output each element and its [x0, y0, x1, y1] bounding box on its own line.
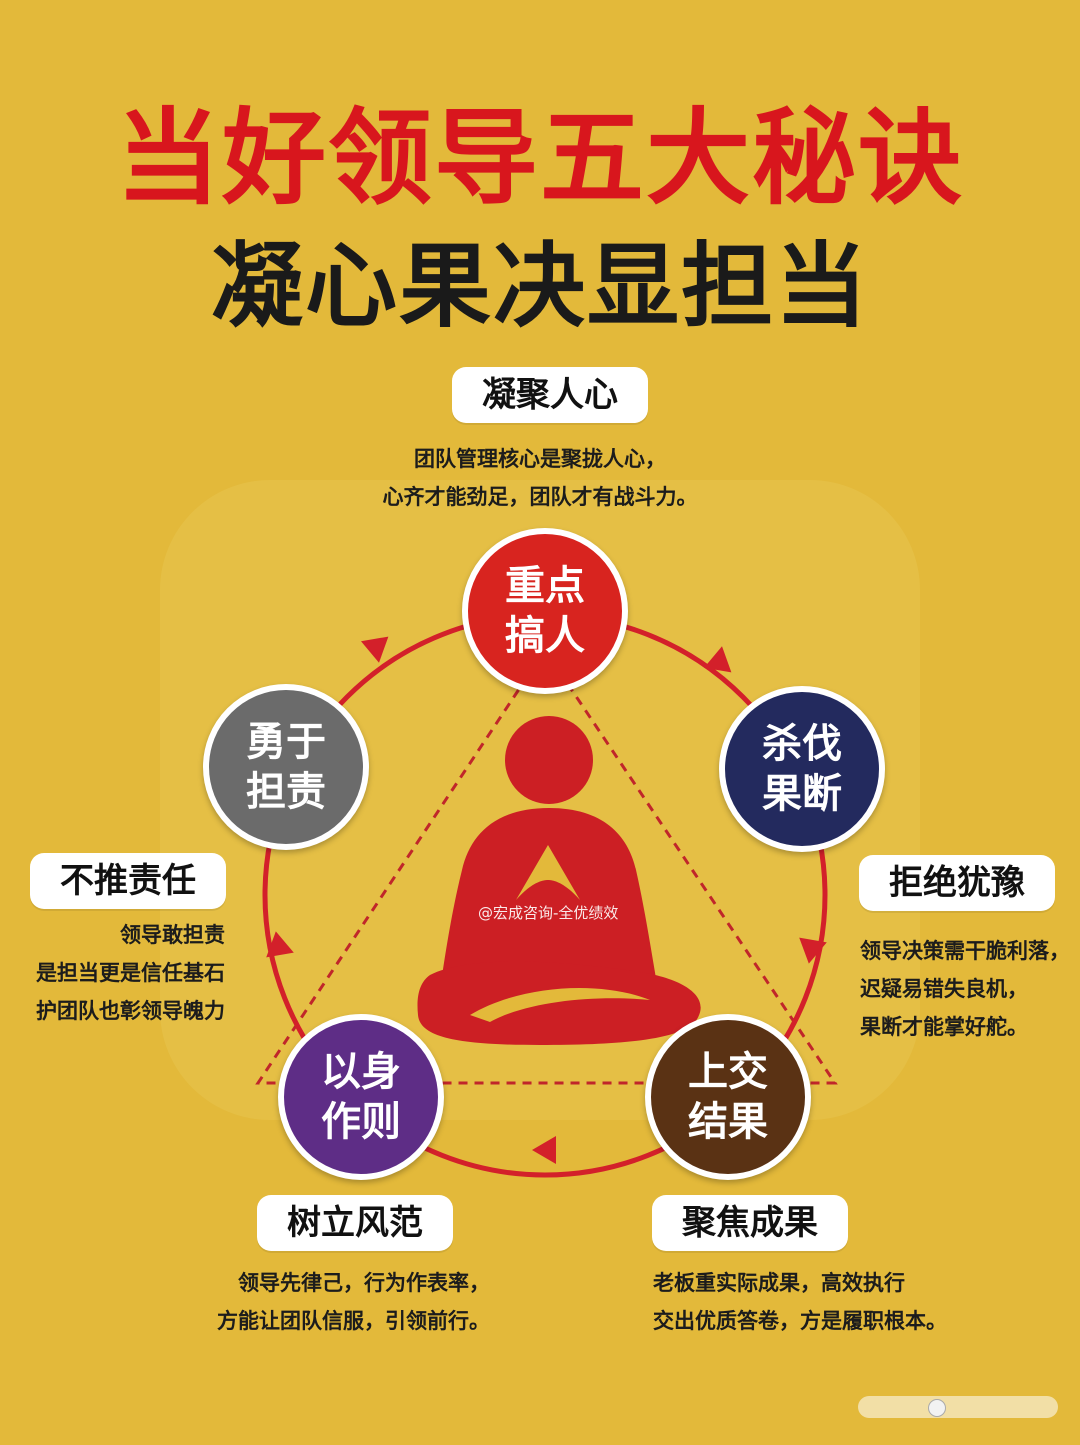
label-left: 不推责任 [30, 853, 226, 909]
circle-bottom-left-line2: 作则 [321, 1099, 401, 1145]
circle-left-line1: 勇于 [246, 719, 326, 765]
label-top: 凝聚人心 [452, 367, 648, 423]
arrow-icon [799, 937, 827, 964]
circle-bottom-left-line1: 以身 [321, 1049, 401, 1095]
desc-right-line: 领导决策需干脆利落， [860, 939, 1070, 963]
watermark: @宏成咨询-全优绩效 [478, 904, 619, 922]
circle-bottom-right: 上交 结果 [645, 1014, 811, 1180]
desc-bottom-right-line: 老板重实际成果，高效执行 [653, 1271, 905, 1295]
desc-top-line: 团队管理核心是聚拢人心， [414, 447, 666, 471]
desc-bottom-left: 领导先律己，行为作表率， 方能让团队信服，引领前行。 [150, 1264, 490, 1340]
circle-right-line2: 果断 [762, 771, 842, 817]
arrow-icon [704, 646, 732, 673]
circle-bottom-left: 以身 作则 [278, 1014, 444, 1180]
circle-top-line1: 重点 [505, 563, 585, 609]
scrollbar-thumb[interactable] [928, 1399, 946, 1417]
circle-left-line2: 担责 [246, 769, 326, 815]
desc-bottom-right-line: 交出优质答卷，方是履职根本。 [653, 1309, 947, 1333]
subtitle: 凝心果决显担当 [210, 233, 869, 340]
label-bottom-left: 树立风范 [257, 1195, 453, 1251]
desc-left-line: 是担当更是信任基石 [36, 961, 225, 985]
desc-left-line: 护团队也彰领导魄力 [36, 999, 225, 1023]
desc-bottom-left-line: 方能让团队信服，引领前行。 [217, 1309, 490, 1333]
circle-top-line2: 搞人 [505, 613, 585, 659]
desc-bottom-left-line: 领导先律己，行为作表率， [238, 1271, 490, 1295]
arrow-icon [266, 931, 294, 958]
circle-left: 勇于 担责 [203, 684, 369, 850]
circle-bottom-right-line1: 上交 [688, 1049, 768, 1095]
label-right: 拒绝犹豫 [859, 855, 1055, 911]
desc-left-line: 领导敢担责 [120, 923, 225, 947]
arrow-icon [361, 636, 389, 663]
desc-left: 领导敢担责 是担当更是信任基石 护团队也彰领导魄力 [20, 916, 225, 1030]
desc-right: 领导决策需干脆利落， 迟疑易错失良机， 果断才能掌好舵。 [860, 932, 1075, 1046]
desc-top-line: 心齐才能劲足，团队才有战斗力。 [382, 485, 698, 509]
circle-top: 重点 搞人 [462, 528, 628, 694]
main-title: 当好领导五大秘诀 [115, 97, 964, 219]
meditation-figure-icon [417, 716, 701, 1045]
dashed-triangle [255, 647, 838, 1085]
label-bottom-right: 聚焦成果 [652, 1195, 848, 1251]
desc-right-line: 迟疑易错失良机， [860, 977, 1028, 1001]
circle-right-line1: 杀伐 [762, 721, 842, 767]
arrow-icon [532, 1136, 556, 1164]
desc-bottom-right: 老板重实际成果，高效执行 交出优质答卷，方是履职根本。 [653, 1264, 983, 1340]
circle-right: 杀伐 果断 [719, 686, 885, 852]
circle-bottom-right-line2: 结果 [688, 1099, 768, 1145]
desc-top: 团队管理核心是聚拢人心， 心齐才能劲足，团队才有战斗力。 [300, 440, 780, 516]
image-viewer-scrollbar[interactable] [858, 1396, 1058, 1418]
desc-right-line: 果断才能掌好舵。 [860, 1015, 1028, 1039]
